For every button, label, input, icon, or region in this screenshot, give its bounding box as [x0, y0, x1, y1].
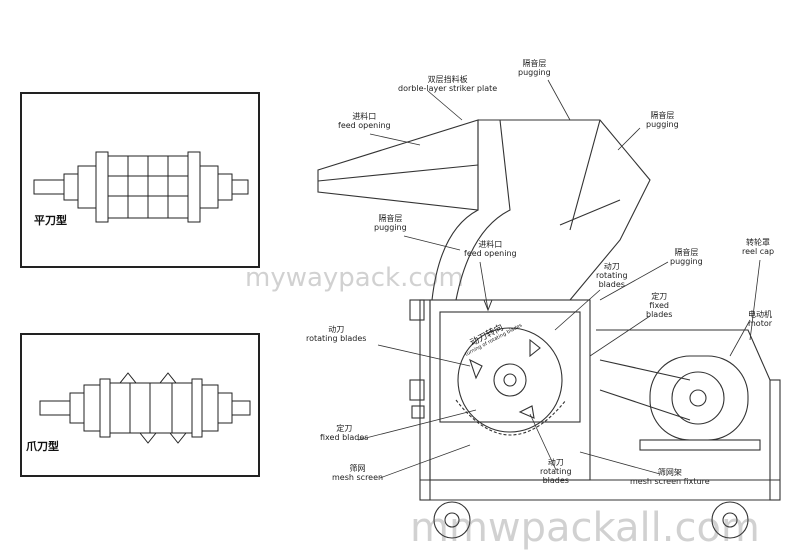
watermark-bottom: mmwpackall.com: [410, 505, 760, 551]
watermark-center: mywaypack.com: [245, 263, 464, 293]
flat-blade-inset: 平刀型: [20, 92, 260, 268]
claw-blade-inset: 爪刀型: [20, 333, 260, 477]
claw-blade-rotor-drawing: [39, 372, 251, 444]
flat-blade-caption: 平刀型: [34, 214, 67, 227]
claw-blade-caption: 爪刀型: [26, 440, 59, 453]
flat-blade-rotor-drawing: [33, 151, 249, 223]
